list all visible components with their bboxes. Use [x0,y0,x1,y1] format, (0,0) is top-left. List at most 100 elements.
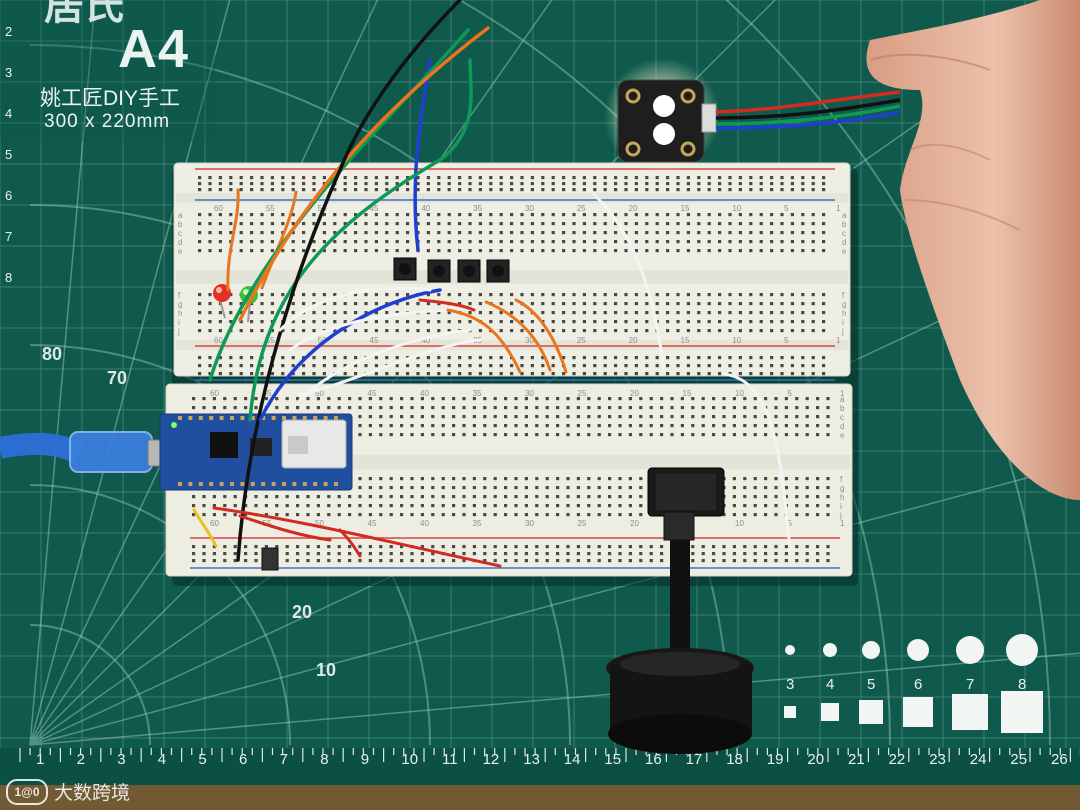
row-letter: a [842,211,847,220]
ruler-number: 24 [969,751,987,768]
row-letter: j [841,327,844,336]
column-number: 55 [263,389,272,398]
row-letter: g [842,300,846,309]
column-number: 30 [525,519,534,528]
brand-top-text: 居氏 [44,0,124,28]
row-letter: j [839,511,842,520]
ruler-number: 13 [523,751,540,768]
row-letter: g [840,484,844,493]
breadboard-holes [192,397,830,563]
column-number: 10 [732,204,741,213]
ruler-ticks [19,748,1080,762]
ruler-number: 2 [76,751,85,768]
ruler-number: 8 [320,751,329,768]
column-number: 25 [577,336,586,345]
circle-templates [784,634,1043,733]
column-number: 40 [421,204,430,213]
hole-size-number: 8 [1018,676,1027,693]
angle-label-10: 10 [316,660,337,680]
angle-label-70: 70 [107,368,128,388]
brand-size-badge: A4 [118,19,190,79]
side-ruler-number: 2 [5,24,13,39]
row-letter: g [178,300,182,309]
column-number: 15 [681,204,690,213]
mcu-chip [210,432,238,458]
column-number: 45 [368,389,377,398]
column-number: 55 [266,336,275,345]
column-number: 1 [836,336,841,345]
row-letter: h [840,493,844,502]
brand-area [0,0,215,142]
row-letter: d [842,238,846,247]
hole-size-number: 6 [914,676,923,693]
ruler-number: 22 [888,751,906,768]
column-number: 1 [840,389,845,398]
side-ruler-number: 6 [5,188,13,203]
ruler-number: 19 [766,751,784,768]
potentiometer [606,467,754,754]
jumper-wires [192,0,792,571]
ruler-number: 12 [482,751,500,768]
column-number: 1 [840,519,845,528]
column-number: 35 [473,204,482,213]
row-letter: b [842,220,847,229]
ruler-number: 10 [401,751,419,768]
row-letter: j [177,327,180,336]
ruler-number: 20 [807,751,825,768]
row-letter: i [842,318,844,327]
hole-size-number: 7 [966,676,975,693]
row-letter: c [178,229,182,238]
row-letter: b [840,404,845,413]
column-number: 15 [681,336,690,345]
ruler-number: 21 [848,751,865,768]
row-letter: f [842,291,845,300]
watermark: 1@0 大数跨境 [6,778,130,805]
column-number: 60 [214,336,223,345]
row-letter: f [840,475,843,484]
row-letter: e [840,431,845,440]
column-number: 45 [368,519,377,528]
ruler-number: 6 [239,751,248,768]
column-number: 35 [473,389,482,398]
row-letter: d [178,238,182,247]
row-letter: e [842,247,847,256]
column-number: 50 [315,519,324,528]
ruler-number: 11 [442,751,458,768]
wifi-module [281,419,347,469]
row-letter: h [178,309,182,318]
ruler-number: 4 [157,751,167,768]
column-number: 5 [788,519,793,528]
ruler-number: 25 [1010,751,1028,768]
row-letter: b [178,220,183,229]
brand-dimensions: 300 x 220mm [44,111,171,132]
side-ruler-number: 3 [5,65,13,80]
ruler-number: 15 [604,751,622,768]
column-number: 10 [735,389,744,398]
side-ruler-number: 8 [5,270,13,285]
column-number: 25 [578,519,587,528]
column-number: 20 [630,389,639,398]
column-number: 5 [784,204,789,213]
column-number: 50 [315,389,324,398]
column-number: 30 [525,389,534,398]
row-letter: c [840,413,844,422]
column-number: 5 [784,336,789,345]
row-letter: a [840,395,845,404]
row-letter: i [840,502,842,511]
ruler-number: 5 [198,751,207,768]
ruler-number: 7 [279,751,288,768]
column-number: 35 [473,519,482,528]
hole-size-number: 3 [786,676,795,693]
ruler-number: 9 [360,751,370,768]
row-letter: c [842,229,846,238]
column-number: 20 [629,336,638,345]
ruler-number: 23 [929,751,946,768]
hole-size-number: 4 [826,676,835,693]
row-letter: f [178,291,181,300]
watermark-logo: 1@0 [6,778,48,805]
arduino-nano-board [159,413,353,491]
